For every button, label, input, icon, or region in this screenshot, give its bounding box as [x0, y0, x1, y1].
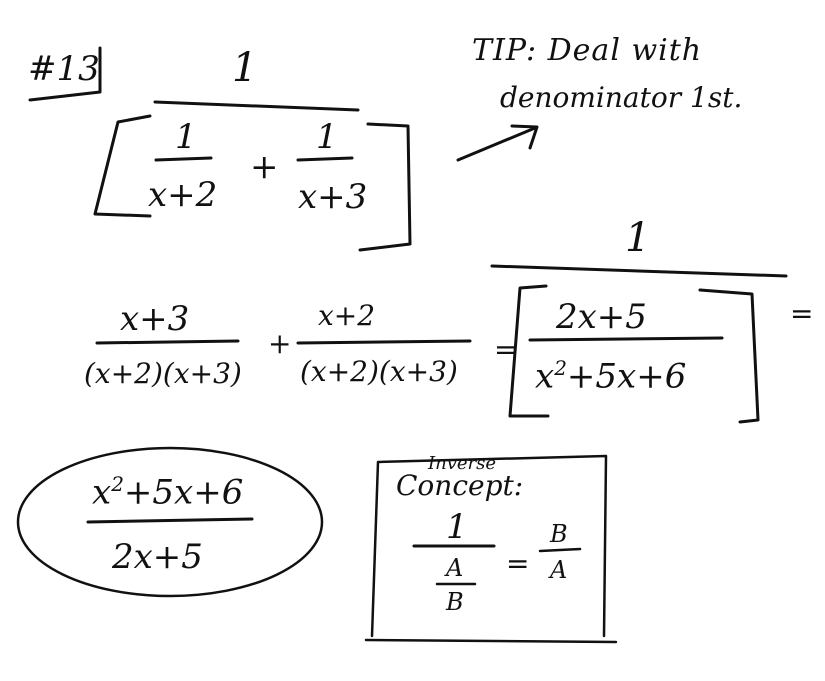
step2-frac-b-denominator: (x+2)(x+3) — [300, 355, 458, 388]
step2-combined-numerator: 2x+5 — [556, 297, 647, 337]
answer-denominator: 2x+5 — [112, 537, 203, 577]
step2-outer-bar — [490, 264, 788, 278]
answer-ellipse — [16, 446, 324, 598]
tip-arrow-shaft — [456, 126, 537, 162]
answer-exponent: 2 — [111, 472, 124, 496]
den-exponent: 2 — [554, 356, 567, 380]
tip-line-1: TIP: Deal with — [472, 33, 703, 68]
frac-b-numerator: 1 — [316, 117, 338, 157]
den-rest: +5x+6 — [566, 356, 687, 397]
frac-a-numerator: 1 — [175, 117, 197, 157]
problem-label: #13 — [28, 49, 100, 89]
step2-frac-b-bar — [296, 339, 472, 345]
step2-left-bracket — [508, 284, 550, 418]
den-x: x — [535, 356, 555, 397]
concept-right-numerator: B — [550, 520, 568, 548]
answer-bar — [86, 517, 254, 524]
label-bracket — [28, 46, 102, 102]
step2-frac-b-numerator: x+2 — [318, 299, 376, 332]
step2-combined-bar — [528, 336, 724, 342]
concept-inner-denominator: B — [446, 588, 464, 616]
step2-frac-a-bar — [95, 339, 240, 345]
concept-title-small: Inverse — [428, 453, 497, 474]
step2-frac-a-denominator: (x+2)(x+3) — [84, 357, 242, 390]
step2-right-bracket — [698, 288, 760, 424]
concept-inner-numerator: A — [446, 554, 464, 582]
right-bracket — [358, 122, 412, 252]
frac-b-denominator: x+3 — [298, 177, 368, 217]
answer-numerator: x2+5x+6 — [92, 474, 243, 509]
concept-left-numerator: 1 — [446, 507, 468, 547]
frac-a-bar — [154, 156, 213, 162]
step2-plus-sign: + — [268, 327, 292, 360]
main-numerator: 1 — [232, 45, 258, 91]
step2-trailing-equals: = — [790, 297, 814, 330]
step2-outer-numerator: 1 — [625, 215, 651, 261]
frac-b-bar — [296, 156, 354, 162]
concept-right-denominator: A — [550, 556, 568, 584]
frac-a-denominator: x+2 — [148, 175, 218, 215]
concept-box-frame — [364, 454, 618, 644]
answer-x: x — [92, 472, 112, 513]
step2-combined-denominator: x2+5x+6 — [535, 358, 686, 393]
tip-line-2: denominator 1st. — [500, 81, 743, 114]
main-fraction-bar — [153, 100, 360, 112]
concept-right-bar — [538, 547, 582, 553]
concept-equals: = — [506, 547, 530, 580]
step2-frac-a-numerator: x+3 — [120, 299, 190, 339]
step2-equals: = — [494, 333, 518, 366]
left-bracket — [93, 114, 152, 218]
plus-sign: + — [250, 147, 279, 187]
tip-arrow-head — [510, 124, 539, 150]
answer-rest: +5x+6 — [123, 472, 244, 513]
concept-title: Concept: — [396, 469, 524, 502]
